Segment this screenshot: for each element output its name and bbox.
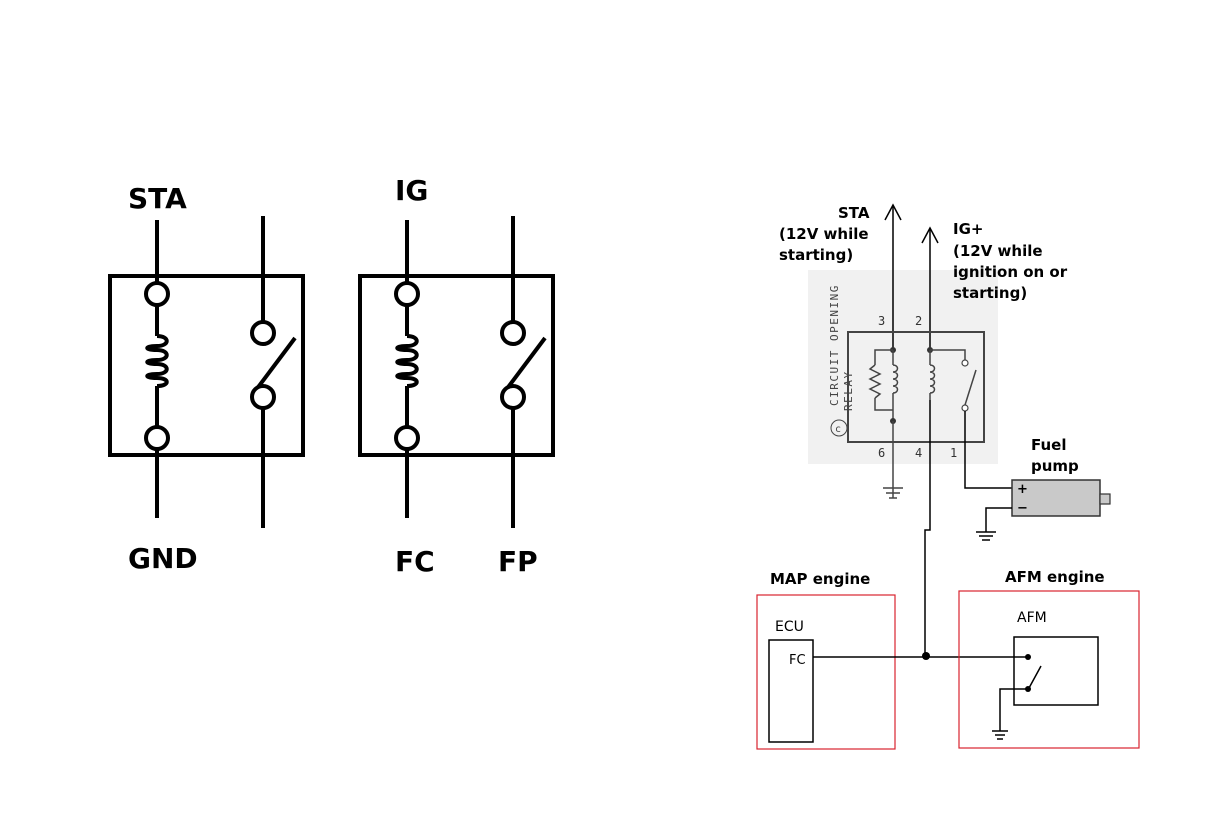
coil-bottom-terminal xyxy=(394,425,420,451)
ig-note-line3: starting) xyxy=(953,284,1027,302)
afm-engine-box xyxy=(958,590,1140,749)
switch-contact-bottom xyxy=(961,404,969,412)
coil-top-terminal xyxy=(144,281,170,307)
coil-icon xyxy=(145,334,169,388)
map-engine-title: MAP engine xyxy=(770,570,870,588)
ig-arrow-icon xyxy=(921,226,939,244)
coil-icon xyxy=(395,334,419,388)
sta-note-line1: (12V while xyxy=(779,225,869,243)
ig-note-line1: (12V while xyxy=(953,242,1043,260)
fuel-pump-minus: − xyxy=(1017,501,1028,516)
ig-plus-label: IG+ xyxy=(953,220,983,238)
switch-contact-top xyxy=(961,359,969,367)
switch-bottom-terminal xyxy=(250,384,276,410)
switch-top-terminal xyxy=(250,320,276,346)
fuel-pump-label-line1: Fuel xyxy=(1031,436,1067,454)
coil2-icon xyxy=(929,364,936,394)
switch-feed-wire xyxy=(930,349,966,360)
resistor-lead-top xyxy=(874,349,893,365)
fuel-pump-nozzle xyxy=(1099,493,1111,505)
pin-2-label: 2 xyxy=(915,314,922,328)
pin1-fuel-pump-wire xyxy=(964,411,1012,489)
coil-bottom-terminal xyxy=(144,425,170,451)
relay-schematic-left: STA GND xyxy=(108,182,305,575)
switch-contact-icon xyxy=(254,336,297,392)
coil-top-terminal xyxy=(394,281,420,307)
pin4-fc-wire xyxy=(924,400,931,655)
sta-arrow-icon xyxy=(884,203,902,221)
circuit-opening-relay-wiring: STA (12V while starting) IG+ (12V while … xyxy=(756,203,1140,750)
circuit-relay-box xyxy=(847,331,985,443)
gnd-terminal-label: GND xyxy=(128,542,198,575)
resistor-icon xyxy=(868,364,882,399)
ecu-fc-label: FC xyxy=(789,653,806,668)
pin-6-label: 6 xyxy=(878,446,885,460)
sta-label: STA xyxy=(838,204,870,222)
relay-schematic-middle: IG FC FP xyxy=(358,174,555,578)
afm-block xyxy=(1013,636,1099,706)
afm-engine-title: AFM engine xyxy=(1005,568,1105,586)
switch-bottom-terminal xyxy=(500,384,526,410)
relay-body-middle xyxy=(358,274,555,457)
relay-name-line1: CIRCUIT OPENING xyxy=(828,284,841,406)
fc-junction-dot xyxy=(922,652,930,660)
copyright-letter: c xyxy=(835,424,841,435)
ig-note-line2: ignition on or xyxy=(953,263,1068,281)
afm-contact-top xyxy=(1025,654,1031,660)
afm-label: AFM xyxy=(1017,610,1047,626)
relay-scan-background xyxy=(808,270,998,464)
relay-body-left xyxy=(108,274,305,457)
ig-terminal-label: IG xyxy=(395,174,428,207)
pin-4-label: 4 xyxy=(915,446,922,460)
resistor-lead-bottom xyxy=(874,398,893,411)
relay-switch-icon xyxy=(964,369,977,406)
pin-1-label: 1 xyxy=(950,446,957,460)
coil1-icon xyxy=(892,364,899,394)
ecu-block xyxy=(768,639,814,743)
fp-terminal-label: FP xyxy=(498,545,538,578)
sta-note-line2: starting) xyxy=(779,246,853,264)
sta-terminal-label: STA xyxy=(128,182,187,215)
afm-switch-icon xyxy=(1028,665,1042,689)
map-engine-box xyxy=(756,594,896,750)
ecu-label: ECU xyxy=(775,619,804,635)
switch-contact-icon xyxy=(504,336,547,392)
pump-ground-wire xyxy=(985,507,1012,532)
afm-ground-wire xyxy=(999,688,1028,731)
pin-3-label: 3 xyxy=(878,314,885,328)
fuel-pump-label-line2: pump xyxy=(1031,457,1079,475)
switch-top-terminal xyxy=(500,320,526,346)
fc-terminal-label: FC xyxy=(395,545,435,578)
fuel-pump-plus: + xyxy=(1017,482,1028,497)
